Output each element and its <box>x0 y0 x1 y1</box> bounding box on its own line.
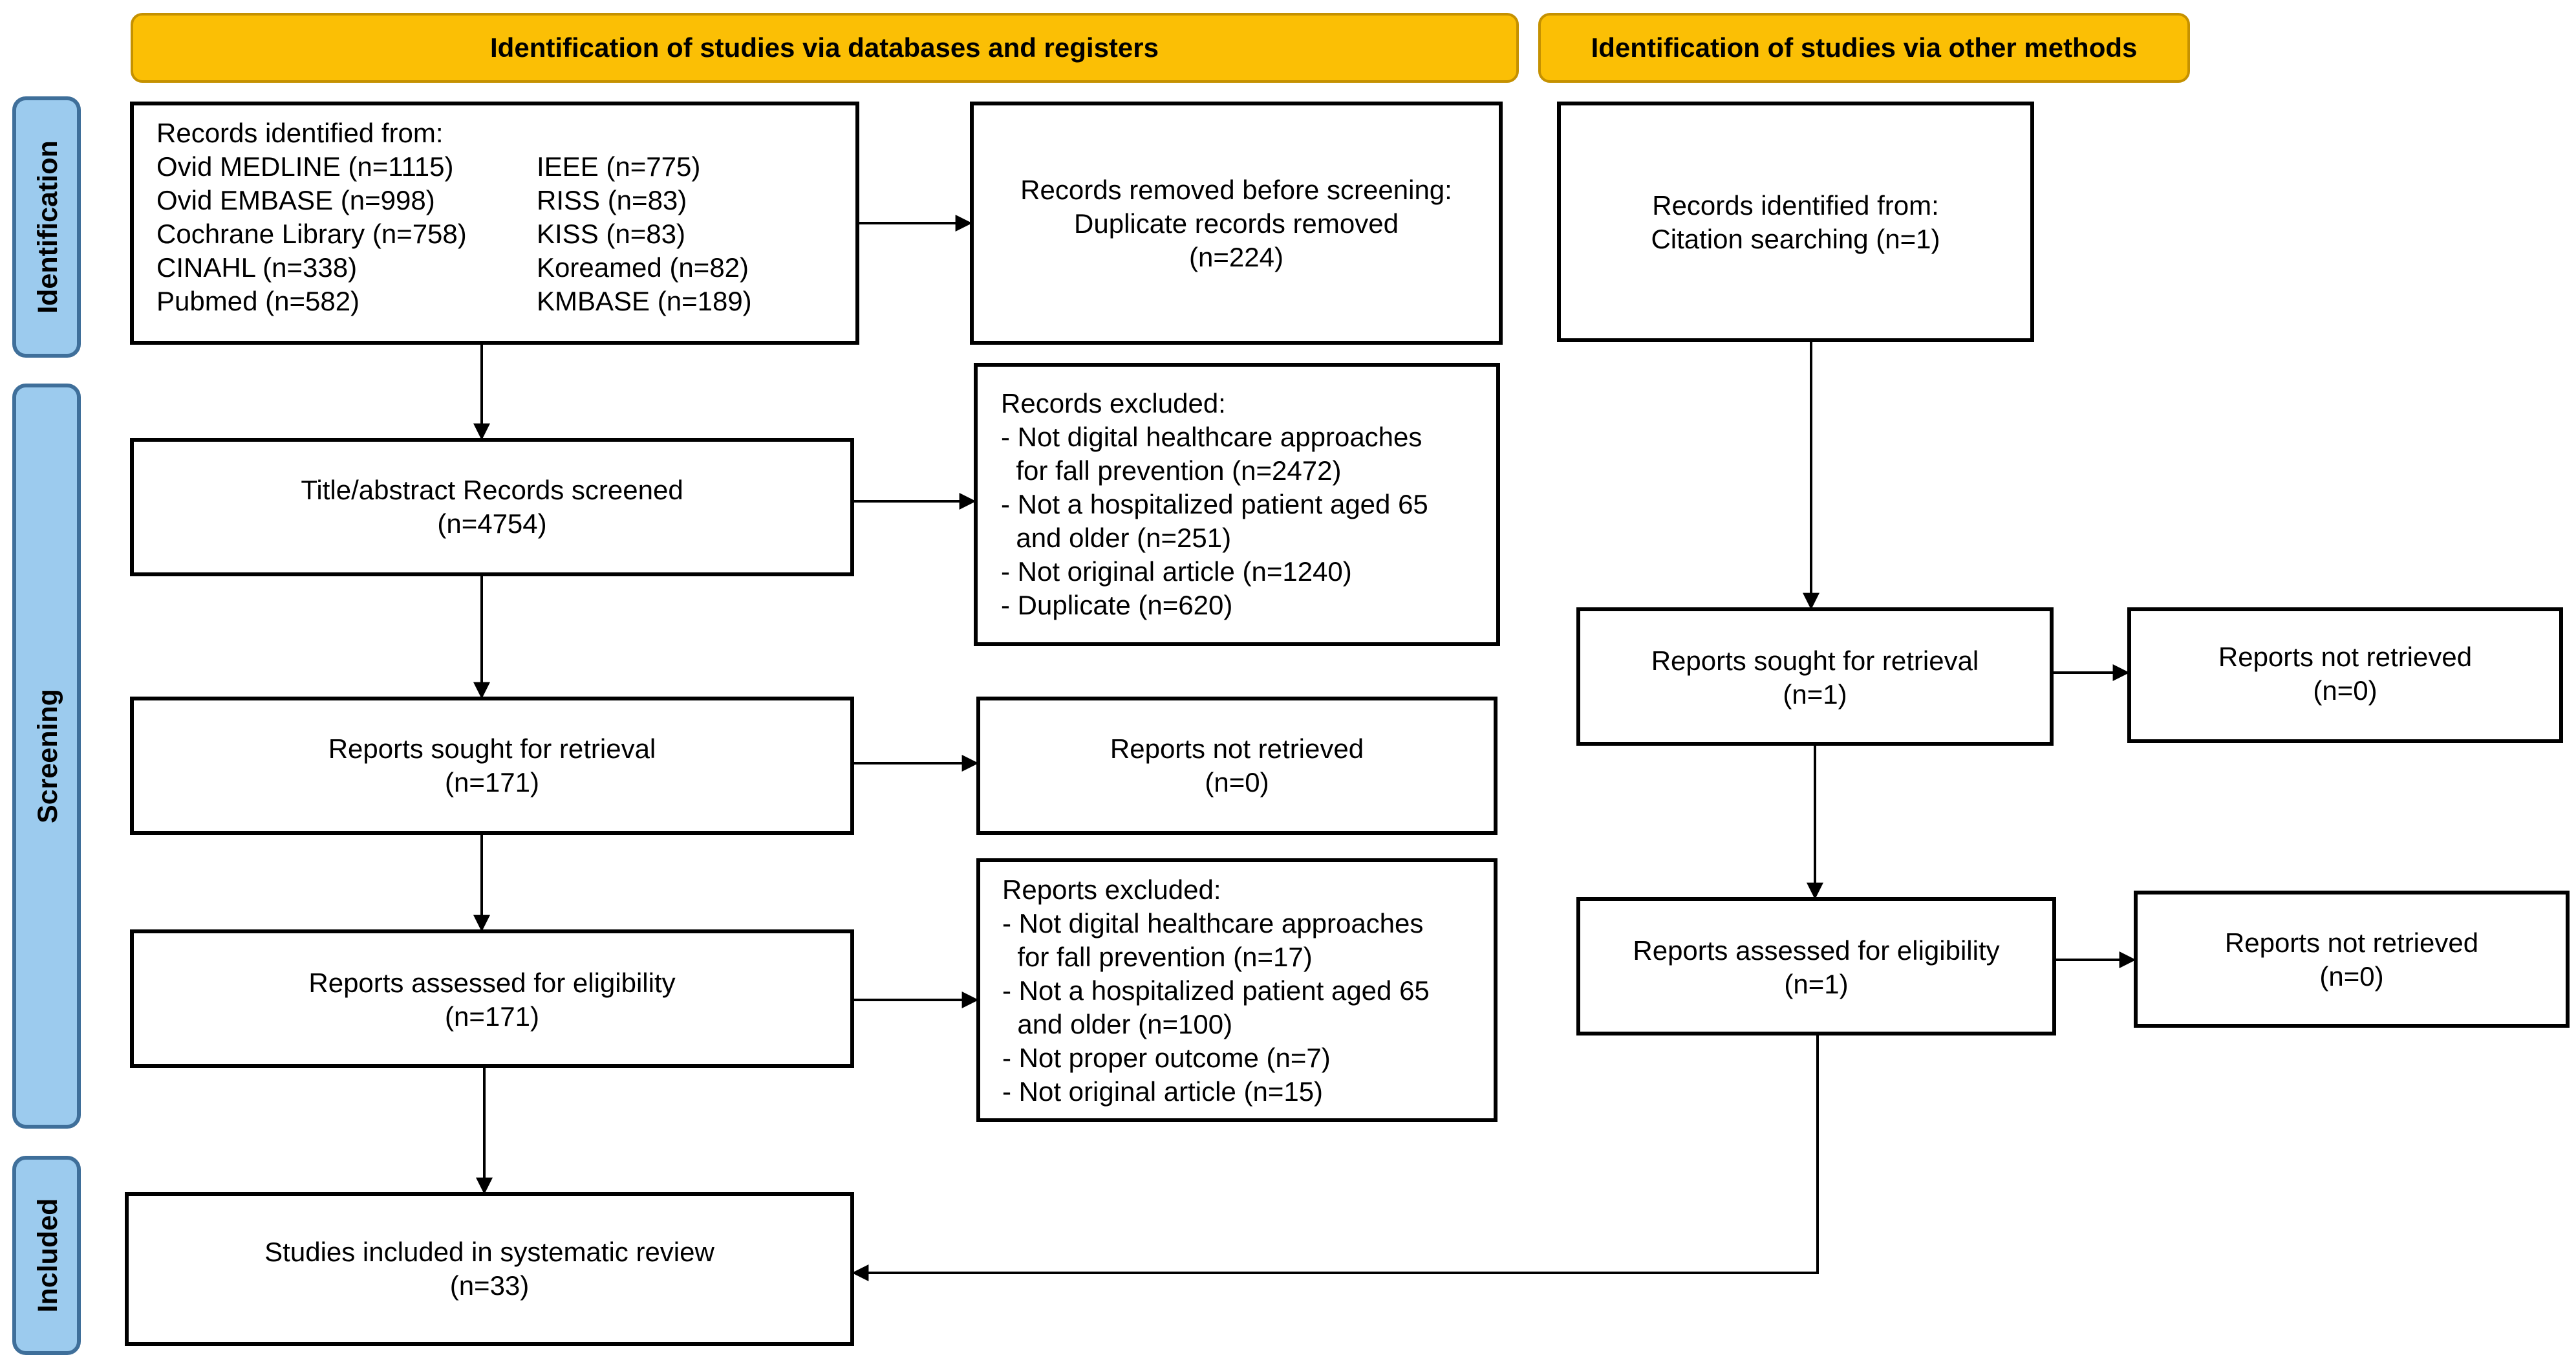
db-source: Ovid EMBASE (n=998) <box>156 185 435 215</box>
header-other-methods: Identification of studies via other meth… <box>1538 13 2190 83</box>
reports-excluded-line: - Not digital healthcare approaches <box>1002 908 1423 938</box>
db-source: Pubmed (n=582) <box>156 286 360 316</box>
other-identified-line: Records identified from: <box>1652 190 1939 221</box>
box-reports-sought: Reports sought for retrieval (n=171) <box>130 697 854 835</box>
header-other-label: Identification of studies via other meth… <box>1591 32 2138 63</box>
box-other-records-identified: Records identified from: Citation search… <box>1557 102 2034 342</box>
stage-included: Included <box>12 1156 81 1355</box>
assessed-line: (n=171) <box>445 1001 539 1032</box>
arrow-other-assessed-to-included <box>852 1034 1819 1281</box>
stage-screening-label: Screening <box>32 689 63 823</box>
box-records-excluded: Records excluded: - Not digital healthca… <box>974 363 1500 646</box>
other-assessed-line: Reports assessed for eligibility <box>1633 935 1999 966</box>
other-not-retrieved-line: Reports not retrieved <box>2218 642 2472 672</box>
other-sought-line: Reports sought for retrieval <box>1651 645 1979 676</box>
reports-excluded-line: for fall prevention (n=17) <box>1002 942 1313 972</box>
box-other-reports-assessed: Reports assessed for eligibility (n=1) <box>1576 897 2056 1035</box>
excluded-line: and older (n=251) <box>1001 523 1231 553</box>
removed-line: (n=224) <box>1189 242 1283 272</box>
other-not-retrieved-2-line: Reports not retrieved <box>2225 927 2478 958</box>
stage-identification-label: Identification <box>32 140 63 314</box>
db-source: IEEE (n=775) <box>537 151 700 182</box>
db-source: Koreamed (n=82) <box>537 252 749 283</box>
box-other-not-retrieved-2: Reports not retrieved (n=0) <box>2134 891 2570 1028</box>
included-line: Studies included in systematic review <box>264 1237 714 1267</box>
excluded-line: - Duplicate (n=620) <box>1001 590 1232 620</box>
db-source: KISS (n=83) <box>537 219 685 249</box>
reports-excluded-line: - Not a hospitalized patient aged 65 <box>1002 975 1430 1006</box>
other-identified-line: Citation searching (n=1) <box>1651 224 1940 254</box>
sought-line: (n=171) <box>445 767 539 797</box>
header-databases-label: Identification of studies via databases … <box>490 32 1159 63</box>
box-other-reports-sought: Reports sought for retrieval (n=1) <box>1576 607 2054 746</box>
stage-identification: Identification <box>12 96 81 358</box>
db-source: CINAHL (n=338) <box>156 252 357 283</box>
records-identified-title: Records identified from: <box>156 118 444 148</box>
removed-line: Records removed before screening: <box>1020 175 1452 205</box>
box-records-screened: Title/abstract Records screened (n=4754) <box>130 438 854 576</box>
not-retrieved-line: (n=0) <box>1205 767 1269 797</box>
stage-included-label: Included <box>32 1198 63 1313</box>
screened-line: Title/abstract Records screened <box>301 475 683 505</box>
excluded-line: Records excluded: <box>1001 388 1226 418</box>
reports-excluded-line: Reports excluded: <box>1002 874 1221 905</box>
stage-screening: Screening <box>12 384 81 1129</box>
other-assessed-line: (n=1) <box>1784 969 1848 999</box>
reports-excluded-line: - Not original article (n=15) <box>1002 1076 1323 1107</box>
reports-excluded-line: - Not proper outcome (n=7) <box>1002 1043 1331 1073</box>
excluded-line: - Not digital healthcare approaches <box>1001 422 1422 452</box>
db-source: KMBASE (n=189) <box>537 286 752 316</box>
other-sought-line: (n=1) <box>1783 679 1847 710</box>
db-source: Ovid MEDLINE (n=1115) <box>156 151 453 182</box>
excluded-line: for fall prevention (n=2472) <box>1001 455 1341 486</box>
reports-excluded-line: and older (n=100) <box>1002 1009 1232 1039</box>
box-reports-not-retrieved: Reports not retrieved (n=0) <box>976 697 1497 835</box>
box-other-not-retrieved: Reports not retrieved (n=0) <box>2127 607 2563 743</box>
not-retrieved-line: Reports not retrieved <box>1110 733 1364 764</box>
connectors <box>473 215 2136 1281</box>
box-studies-included: Studies included in systematic review (n… <box>125 1192 854 1346</box>
other-not-retrieved-2-line: (n=0) <box>2319 961 2383 992</box>
header-databases: Identification of studies via databases … <box>131 13 1519 83</box>
box-reports-excluded: Reports excluded: - Not digital healthca… <box>976 858 1497 1122</box>
db-source: Cochrane Library (n=758) <box>156 219 467 249</box>
assessed-line: Reports assessed for eligibility <box>308 968 675 998</box>
excluded-line: - Not original article (n=1240) <box>1001 556 1352 587</box>
included-line: (n=33) <box>450 1270 530 1301</box>
box-records-removed: Records removed before screening: Duplic… <box>970 102 1503 345</box>
sought-line: Reports sought for retrieval <box>328 733 656 764</box>
box-reports-assessed: Reports assessed for eligibility (n=171) <box>130 929 854 1068</box>
screened-line: (n=4754) <box>437 508 546 539</box>
box-records-identified: Records identified from: Ovid MEDLINE (n… <box>130 102 859 345</box>
db-source: RISS (n=83) <box>537 185 687 215</box>
excluded-line: - Not a hospitalized patient aged 65 <box>1001 489 1428 519</box>
other-not-retrieved-line: (n=0) <box>2313 675 2377 706</box>
removed-line: Duplicate records removed <box>1074 208 1399 239</box>
